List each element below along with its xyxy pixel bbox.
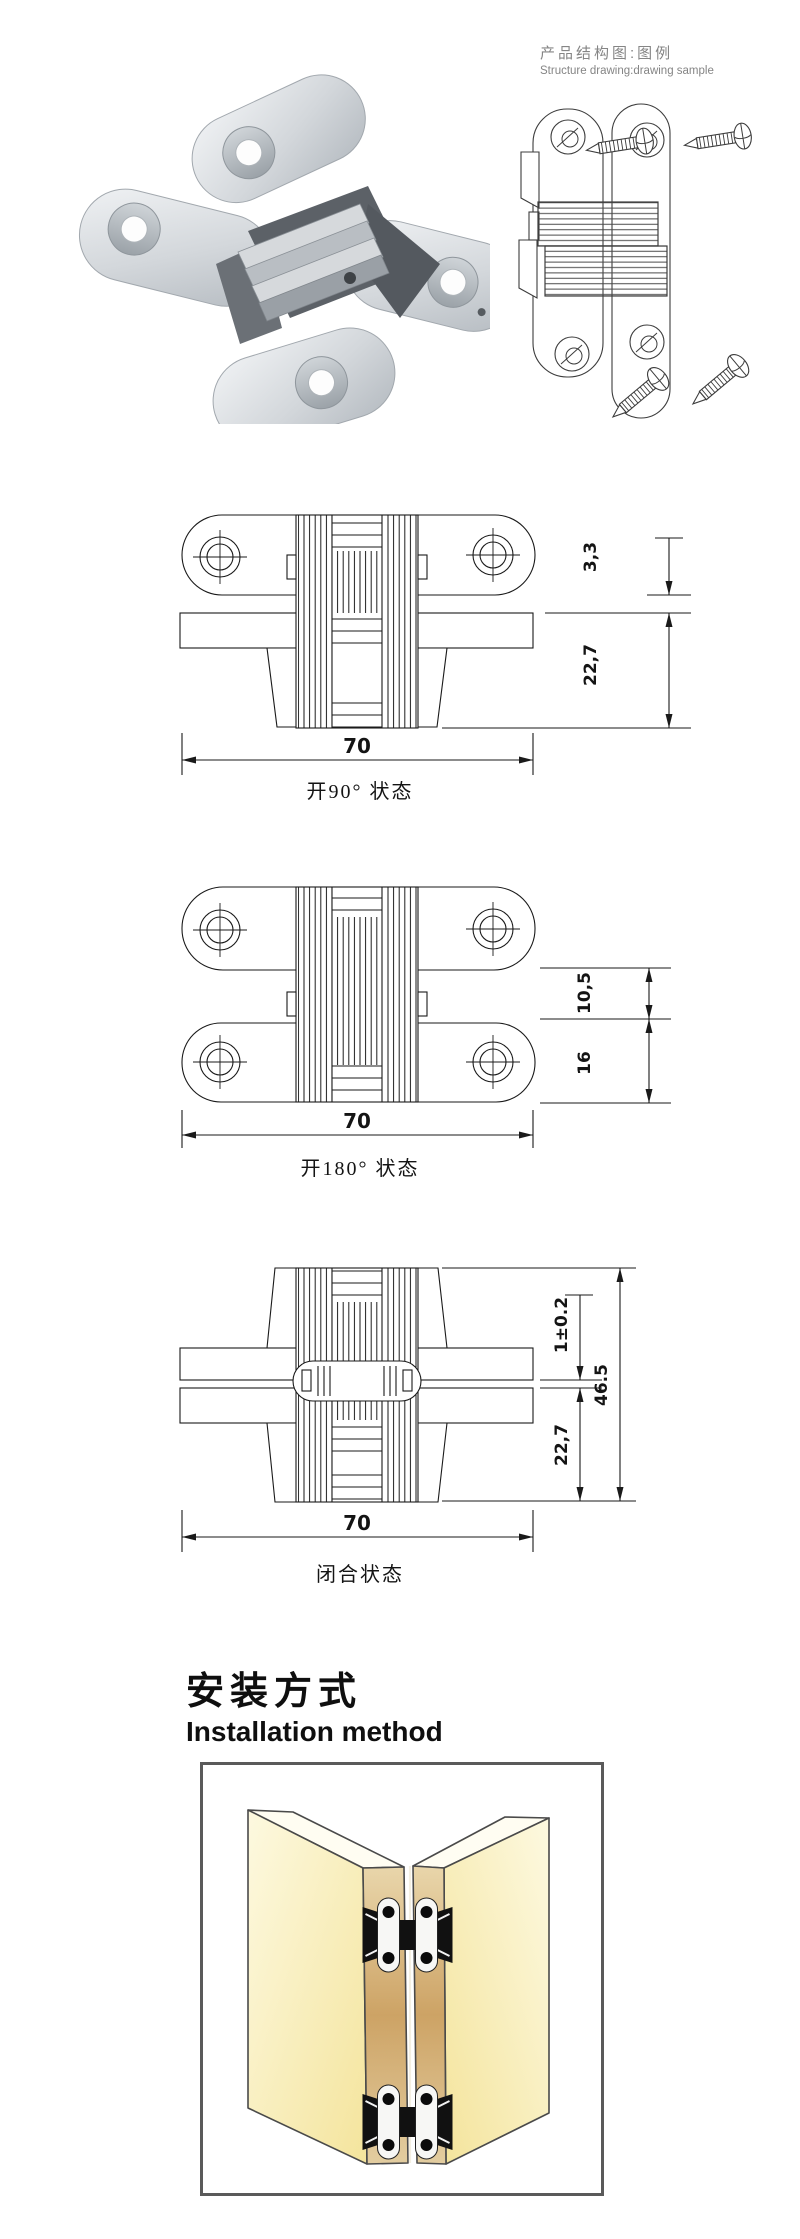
dim-side: 10,5 16 [540, 967, 671, 1104]
installation-illustration [247, 1809, 550, 2165]
pivot-capsule [292, 1360, 422, 1402]
structure-drawing-header: 产品结构图:图例 Structure drawing:drawing sampl… [540, 42, 714, 77]
hinge-center-linkage [216, 186, 440, 344]
left-panel [247, 1809, 368, 2165]
hinge-leaf-top [191, 74, 366, 204]
dim-width: 70 [181, 733, 534, 775]
installation-title-zh: 安装方式 [186, 1671, 363, 1713]
dim-gap-value: 10,5 [575, 972, 595, 1014]
dim-gap-value: 1±0.2 [552, 1297, 572, 1353]
dimension-drawing-closed: 70 1±0.2 22,7 46.5 [179, 1267, 636, 1552]
caption-open90: 开90° 状态 [306, 781, 414, 803]
structure-title-zh: 产品结构图:图例 [540, 45, 674, 62]
dim-width-value: 70 [343, 734, 371, 758]
dimension-drawing-open180: 70 10,5 16 [181, 886, 671, 1148]
dim-side: 1±0.2 22,7 46.5 [442, 1267, 636, 1502]
dim-width: 70 [181, 1109, 534, 1148]
installation-header: 安装方式 Installation method [186, 1660, 443, 1748]
dim-width-value: 70 [343, 1109, 371, 1133]
hinge-leaf-bottom [212, 327, 396, 424]
dim-width-value: 70 [343, 1511, 371, 1535]
dim-depth-value: 22,7 [552, 1424, 572, 1466]
screw-icon [681, 121, 754, 159]
caption-closed: 闭合状态 [316, 1564, 404, 1586]
screw-hole-icon [629, 324, 665, 360]
screw-icon [684, 349, 754, 415]
installation-title-en: Installation method [186, 1716, 443, 1747]
dim-depth-value: 22,7 [581, 644, 601, 686]
right-panel [443, 1817, 550, 2165]
installation-illustration-box [200, 1762, 604, 2196]
structure-title-en: Structure drawing:drawing sample [540, 65, 714, 77]
dimension-drawing-open90: 70 3,3 22,7 [179, 514, 691, 775]
hinge-knuckle-stack [286, 886, 428, 1103]
screw-hole-icon [550, 119, 586, 155]
product-photo [78, 74, 490, 424]
dim-offset-value: 3,3 [581, 542, 601, 572]
hinge-knuckle-stack [286, 514, 428, 729]
structure-drawing-figure [518, 103, 754, 428]
dim-side: 3,3 22,7 [442, 537, 691, 729]
screw-hole-icon [554, 336, 590, 372]
dim-total-value: 46.5 [592, 1364, 612, 1406]
dim-leaf-value: 16 [575, 1051, 595, 1075]
dim-width: 70 [181, 1510, 534, 1552]
caption-open180: 开180° 状态 [300, 1158, 420, 1180]
